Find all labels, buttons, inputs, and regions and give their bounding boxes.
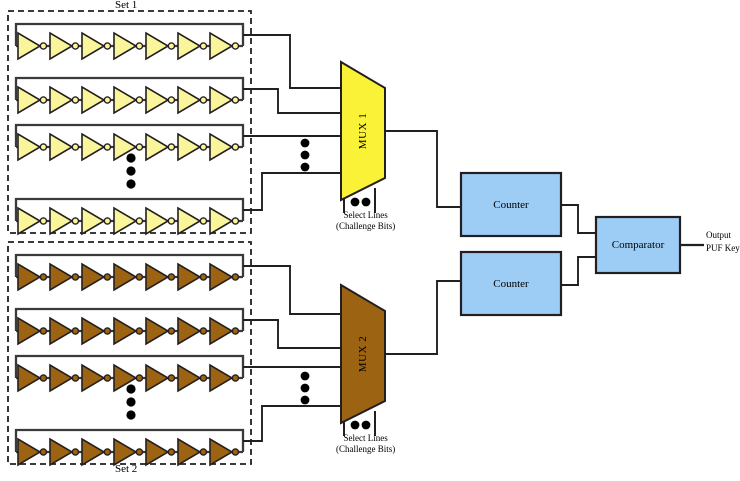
wires-set2-to-mux2 bbox=[243, 265, 341, 442]
output-label-line-1: Output bbox=[706, 230, 732, 240]
wire-set2-ring1 bbox=[243, 265, 341, 315]
wire-mux2-to-counter-bottom bbox=[385, 280, 461, 355]
comparator-label: Comparator bbox=[611, 239, 665, 251]
comparator-block bbox=[594, 215, 682, 275]
counter-top-label: Counter bbox=[493, 199, 529, 211]
wire-set1-ring1 bbox=[243, 34, 341, 89]
counter-top-block bbox=[459, 171, 563, 238]
wires-mux-to-counters bbox=[385, 130, 461, 355]
mux2-select-line-2: (Challenge Bits) bbox=[336, 444, 396, 454]
mux-1 bbox=[300, 60, 386, 213]
set1-ellipsis bbox=[126, 153, 136, 189]
mux-2-select-lines-label: Select Lines (Challenge Bits) bbox=[336, 433, 395, 455]
mux2-input-ellipsis bbox=[300, 371, 310, 405]
counter-bottom-label: Counter bbox=[493, 278, 529, 290]
wire-counter-top-to-comparator bbox=[561, 204, 596, 234]
wire-set2-ringn bbox=[243, 405, 341, 442]
set2-dashed-boundary bbox=[7, 241, 252, 465]
wire-set2-ring2 bbox=[243, 319, 341, 349]
mux-2-label: MUX 2 bbox=[357, 335, 369, 373]
mux-1-select-lines-label: Select Lines (Challenge Bits) bbox=[336, 210, 395, 232]
set2-ellipsis bbox=[126, 384, 136, 420]
mux-2 bbox=[300, 283, 386, 436]
output-label-line-2: PUF Key bbox=[706, 243, 740, 253]
mux1-select-dots bbox=[350, 197, 371, 207]
set1-dashed-boundary bbox=[7, 10, 252, 234]
set1-label: Set 1 bbox=[115, 0, 138, 11]
mux1-select-line-2: (Challenge Bits) bbox=[336, 221, 396, 231]
mux1-input-ellipsis bbox=[300, 138, 310, 172]
wires-set1-to-mux1 bbox=[243, 34, 341, 211]
mux2-select-dots bbox=[350, 420, 371, 430]
mux2-select-line-1: Select Lines bbox=[343, 433, 388, 443]
mux-1-label: MUX 1 bbox=[357, 112, 369, 150]
counter-bottom-block bbox=[459, 250, 563, 317]
wires-counters-to-comparator bbox=[561, 204, 596, 286]
set2-label: Set 2 bbox=[115, 463, 138, 475]
wire-set1-ringn bbox=[243, 172, 341, 211]
mux1-select-line-1: Select Lines bbox=[343, 210, 388, 220]
wire-counter-bottom-to-comparator bbox=[561, 256, 596, 286]
wire-set1-ring2 bbox=[243, 88, 341, 114]
output-puf-key-label: Output PUF Key bbox=[706, 229, 740, 255]
wire-mux1-to-counter-top bbox=[385, 130, 461, 208]
